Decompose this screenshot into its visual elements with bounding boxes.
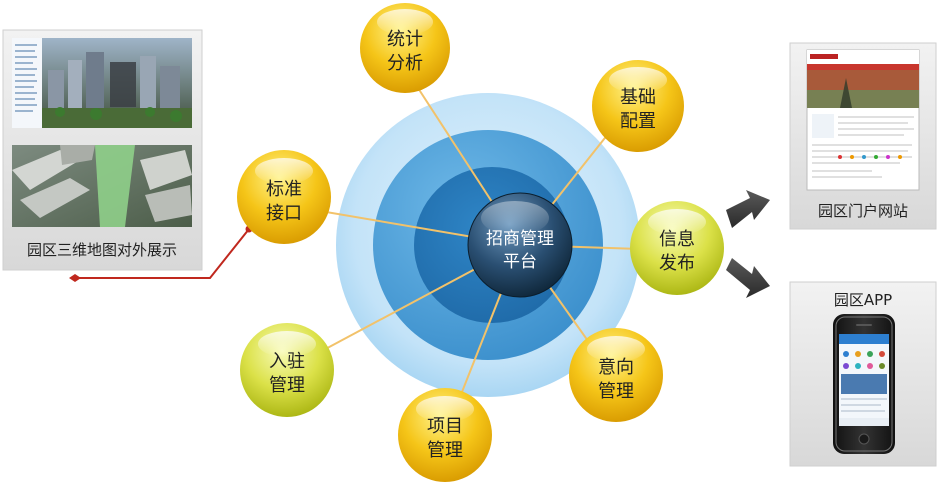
portal-thumb-nav bbox=[807, 64, 919, 70]
node-intent-mgmt: 意向 管理 bbox=[569, 328, 663, 422]
node-base-config-line2: 配置 bbox=[620, 111, 656, 132]
hub-label-line1: 招商管理 bbox=[486, 229, 554, 249]
node-project-mgmt-line1: 项目 bbox=[427, 416, 463, 437]
node-info-publish-line2: 发布 bbox=[659, 253, 695, 274]
node-settle-mgmt: 入驻 管理 bbox=[240, 323, 334, 417]
phone-home-button bbox=[858, 433, 870, 445]
node-info-publish: 信息 发布 bbox=[630, 201, 724, 295]
portal-caption: 园区门户网站 bbox=[818, 202, 908, 220]
node-project-mgmt: 项目 管理 bbox=[398, 388, 492, 482]
output-arrows bbox=[726, 190, 770, 298]
hub-label-line2: 平台 bbox=[503, 252, 537, 272]
portal-thumb-icons bbox=[838, 155, 902, 159]
node-base-config: 基础 配置 bbox=[592, 60, 684, 152]
portal-thumb-logo bbox=[810, 54, 838, 59]
hub-node: 招商管理 平台 bbox=[467, 192, 573, 298]
callout-diamond-marker bbox=[69, 274, 81, 282]
node-intent-mgmt-line2: 管理 bbox=[598, 381, 634, 402]
node-base-config-line1: 基础 bbox=[620, 87, 656, 108]
portal-panel: 园区门户网站 bbox=[789, 42, 937, 230]
node-stats: 统计 分析 bbox=[360, 3, 450, 93]
node-info-publish-line1: 信息 bbox=[659, 229, 695, 250]
node-intent-mgmt-line1: 意向 bbox=[598, 357, 634, 378]
map-sidebar-lines bbox=[15, 44, 37, 112]
node-std-interface: 标准 接口 bbox=[237, 150, 331, 244]
node-settle-mgmt-line2: 管理 bbox=[269, 375, 305, 396]
arrow-up-right-icon bbox=[726, 190, 770, 228]
left-panel-caption: 园区三维地图对外展示 bbox=[27, 241, 177, 259]
phone-app-header bbox=[839, 334, 889, 344]
node-std-interface-line1: 标准 bbox=[266, 179, 302, 200]
node-project-mgmt-line2: 管理 bbox=[427, 440, 463, 461]
portal-thumb-header bbox=[807, 50, 919, 64]
map-buildings-bottom bbox=[12, 145, 192, 227]
phone-app-icons bbox=[843, 351, 885, 369]
map-sidebar-thumb bbox=[12, 38, 42, 128]
phone-app-banner bbox=[841, 374, 887, 394]
phone-speaker bbox=[856, 324, 872, 326]
node-std-interface-line2: 接口 bbox=[266, 203, 302, 224]
node-settle-mgmt-line1: 入驻 bbox=[269, 351, 305, 372]
portal-thumb-content-lines bbox=[812, 114, 914, 178]
left-map-panel: 园区三维地图对外展示 bbox=[2, 29, 203, 271]
map-buildings-top bbox=[42, 52, 192, 128]
arrow-down-right-icon bbox=[726, 258, 770, 298]
app-panel: 园区APP bbox=[789, 281, 937, 467]
app-title: 园区APP bbox=[834, 291, 892, 309]
node-stats-line1: 统计 bbox=[387, 29, 423, 50]
callout-connector bbox=[69, 225, 253, 282]
node-stats-line2: 分析 bbox=[387, 53, 423, 74]
